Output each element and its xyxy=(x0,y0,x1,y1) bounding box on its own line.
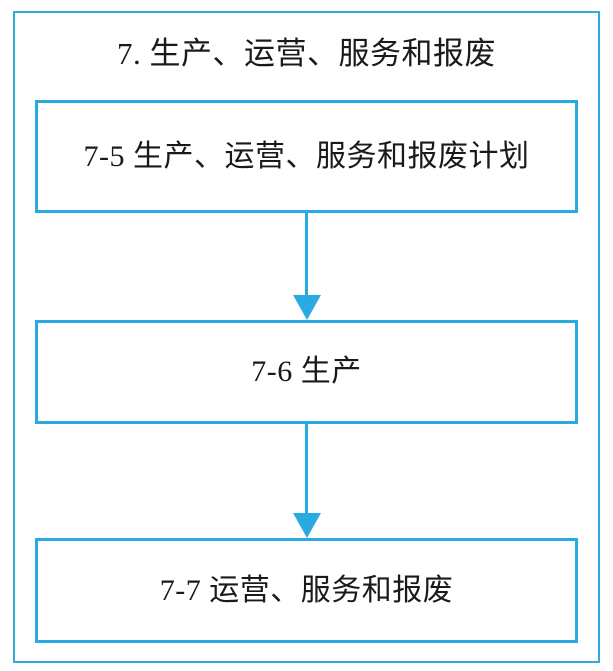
process-node-label: 7-7 运营、服务和报废 xyxy=(159,573,454,607)
process-node-label: 7-5 生产、运营、服务和报废计划 xyxy=(83,139,530,173)
process-node-label: 7-6 生产 xyxy=(251,355,362,389)
process-node-7-7[interactable]: 7-7 运营、服务和报废 xyxy=(35,538,578,643)
diagram-title: 7. 生产、运营、服务和报废 xyxy=(117,36,496,71)
connector-7-5-to-7-6 xyxy=(293,213,321,321)
process-node-7-6[interactable]: 7-6 生产 xyxy=(35,320,578,424)
connector-line xyxy=(305,213,308,298)
down-arrow-icon xyxy=(293,513,321,538)
connector-line xyxy=(305,423,308,516)
down-arrow-icon xyxy=(293,295,321,320)
process-node-7-5[interactable]: 7-5 生产、运营、服务和报废计划 xyxy=(35,100,578,213)
connector-7-6-to-7-7 xyxy=(293,423,321,539)
